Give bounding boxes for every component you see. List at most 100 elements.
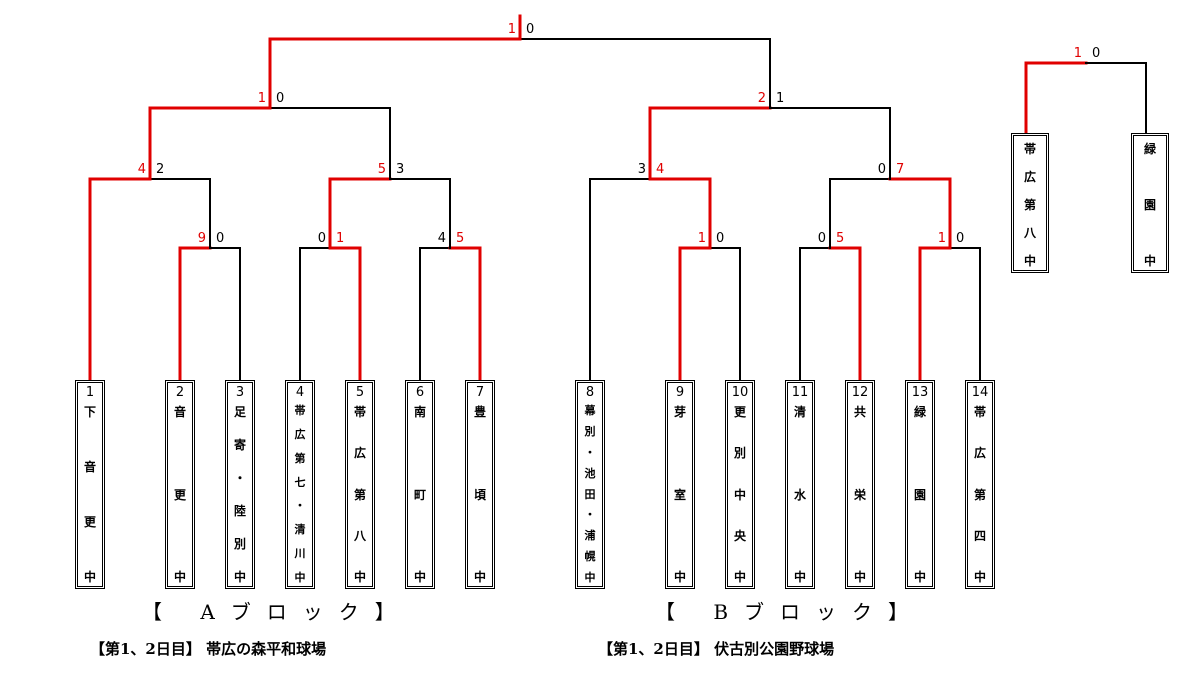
score-right: 0: [276, 91, 285, 106]
score-left: 5: [377, 162, 386, 177]
team-name-char: 共: [853, 405, 866, 419]
score-left: 1: [507, 22, 516, 37]
team-number: 12: [851, 385, 869, 400]
team-name-char: 広: [973, 446, 986, 461]
team-name-char: 池: [584, 466, 596, 480]
final-team-box: 帯広第八中: [1011, 133, 1049, 273]
team-name-char: 中: [353, 570, 366, 584]
score-right: 1: [776, 91, 785, 106]
team-name-char: 中: [793, 570, 806, 584]
team-number: 5: [355, 385, 365, 400]
score-right: 0: [216, 231, 225, 246]
team-name: 帯広第七・清川中: [295, 401, 306, 586]
team-name-char: 中: [973, 570, 986, 584]
team-name-char: 広: [294, 427, 306, 441]
team-name-char: 中: [1143, 254, 1156, 268]
team-name: 帯広第八中: [354, 401, 366, 586]
team-name-char: 中: [1023, 254, 1036, 268]
team-name-char: 別: [584, 424, 596, 438]
score-right: 0: [1092, 46, 1101, 61]
team-name-char: 別: [233, 537, 246, 551]
team-name-char: 更: [83, 515, 96, 529]
team-name-char: 町: [413, 487, 426, 502]
team-number: 8: [585, 385, 595, 400]
team-name-char: 第: [294, 451, 306, 465]
team-name: 幕別・池田・浦幌中: [585, 401, 596, 586]
score-left: 4: [137, 162, 146, 177]
team-name-char: 八: [1023, 226, 1036, 240]
team-name-char: 園: [913, 487, 926, 502]
team-name-char: 川: [294, 547, 306, 561]
team-name: 下音更中: [84, 401, 96, 586]
team-name-char: 広: [353, 446, 366, 461]
team-name-char: 第: [353, 487, 366, 502]
team-name-char: 幌: [584, 550, 596, 564]
team-name-char: ・: [584, 508, 596, 522]
bracket-lines: [88, 14, 1147, 382]
team-name-char: 陸: [233, 504, 246, 518]
team-name-char: 中: [584, 571, 596, 584]
team-name-char: 別: [733, 446, 746, 461]
team-name-char: 音: [173, 405, 186, 419]
score-right: 7: [896, 162, 905, 177]
team-name-char: 中: [733, 487, 746, 502]
team-name-char: 緑: [913, 405, 926, 419]
score-left: 3: [637, 162, 646, 177]
team-number: 7: [475, 385, 485, 400]
team-name-char: 八: [353, 528, 366, 543]
team-name-char: ・: [233, 471, 246, 485]
team-name-char: 中: [173, 570, 186, 584]
score-left: 0: [817, 231, 826, 246]
team-name: 更別中央中: [734, 401, 746, 586]
score-left: 1: [697, 231, 706, 246]
team-name-char: 四: [973, 528, 986, 543]
block-a-venue: 【第1、2日目】 帯広の森平和球場: [90, 640, 327, 658]
team-name-char: 田: [584, 487, 596, 501]
team-name-char: 南: [413, 405, 426, 419]
team-number: 4: [295, 385, 305, 400]
team-name-char: 豊: [473, 405, 486, 419]
team-name-char: 中: [413, 570, 426, 584]
team-name: 帯広第四中: [974, 401, 986, 586]
team-name-char: ・: [584, 445, 596, 459]
team-name-char: 中: [733, 570, 746, 584]
score-left: 2: [757, 91, 766, 106]
team-name-char: 音: [83, 460, 96, 474]
team-name-char: 更: [173, 487, 186, 502]
score-left: 1: [257, 91, 266, 106]
team-name-char: 緑: [1143, 142, 1156, 156]
team-name-char: 栄: [853, 487, 866, 502]
team-name: 豊頃中: [474, 401, 486, 586]
team-name-char: 更: [733, 405, 746, 419]
team-name-char: 浦: [584, 529, 596, 543]
score-right: 5: [836, 231, 845, 246]
team-name: 足寄・陸別中: [234, 401, 246, 586]
score-right: 3: [396, 162, 405, 177]
team-number: 9: [675, 385, 685, 400]
team-name-char: 園: [1143, 198, 1156, 212]
team-name-char: 帯: [353, 405, 366, 419]
team-number: 1: [85, 385, 95, 400]
team-number: 10: [731, 385, 749, 400]
team-name: 音更中: [174, 401, 186, 586]
score-right: 0: [716, 231, 725, 246]
team-name-char: 頃: [473, 487, 486, 502]
team-name-char: 芽: [673, 405, 686, 419]
team-name-char: 下: [83, 405, 96, 419]
team-name-char: 第: [1023, 198, 1036, 212]
team-name-char: 室: [673, 487, 686, 502]
team-name-char: 中: [913, 570, 926, 584]
